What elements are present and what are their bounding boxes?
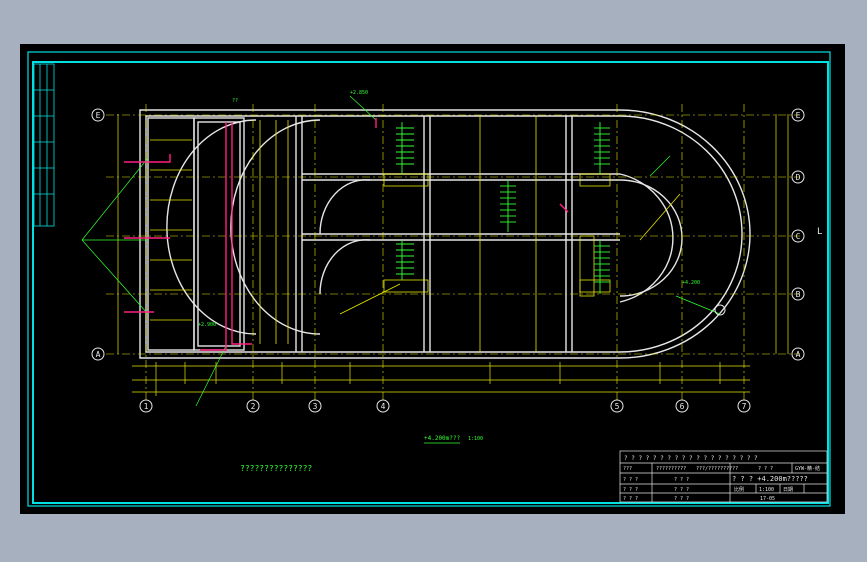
title-block-header: ? ? ? ? ? ? ? ? ? ? ? ? ? ? ? ? ? ? ? — [624, 455, 758, 462]
col-label-3: 3 — [313, 402, 318, 411]
title-block-cell: ?????????? — [656, 466, 686, 472]
title-block — [619, 450, 828, 503]
outer-frame — [27, 51, 831, 507]
level-tag: +4.200 — [682, 280, 700, 286]
inner-frame — [32, 61, 829, 504]
drawing-name: ? ? ? +4.200m????? — [732, 475, 808, 483]
cad-drawing: E A E D C B A L 1 2 3 4 5 6 7 +2.850 +4.… — [27, 51, 831, 507]
title-block-cell: ??? — [623, 466, 632, 472]
title-block-cell: ? ? ? — [674, 477, 689, 483]
manhole-symbol — [714, 304, 726, 316]
drawing-note: ??????????????? — [240, 464, 312, 473]
col-label-4: 4 — [381, 402, 386, 411]
drawing-number: 17-05 — [760, 496, 775, 502]
row-label-b: B — [796, 290, 801, 299]
title-block-cell: ? ? ? — [623, 487, 638, 493]
row-label-d: D — [796, 173, 801, 182]
title-block-cell: ? ? ? — [623, 477, 638, 483]
row-label-e-left: E — [96, 111, 101, 120]
plan-scale: 1:100 — [468, 436, 483, 442]
row-bubbles-left: E A — [91, 108, 105, 361]
grid-lines — [106, 104, 800, 404]
drawing-sheet: E A E D C B A L 1 2 3 4 5 6 7 +2.850 +4.… — [20, 44, 845, 514]
pipe-lines — [124, 118, 569, 351]
col-label-2: 2 — [251, 402, 256, 411]
scale-value: 1:100 — [759, 487, 774, 493]
title-block-cell: ? ? ? — [758, 466, 773, 472]
col-label-5: 5 — [615, 402, 620, 411]
level-tag: +2.850 — [350, 90, 368, 96]
binding-strip — [33, 63, 55, 227]
title-block-cell: ? ? ? — [674, 487, 689, 493]
row-bubbles-right: E D C B A — [791, 108, 805, 361]
row-label-a-left: A — [96, 350, 101, 359]
column-bubbles: 1 2 3 4 5 6 7 — [139, 399, 751, 413]
interior-detail — [150, 116, 681, 352]
plan-title: +4.200m??? — [424, 435, 461, 442]
col-label-7: 7 — [742, 402, 747, 411]
plan-walls — [139, 109, 751, 359]
title-block-cell: ? ? ? — [623, 496, 638, 502]
level-tag: +2.900 — [198, 322, 216, 328]
section-marker: L — [817, 227, 822, 237]
small-label: ?? — [232, 98, 238, 104]
stair-flights — [396, 122, 610, 294]
row-label-a: A — [796, 350, 801, 359]
scale-label: 比例 — [734, 486, 744, 493]
dimension-lines — [117, 114, 789, 396]
row-label-c: C — [796, 232, 801, 241]
title-block-cell: ???/?????????? — [696, 466, 738, 472]
leader-lines — [81, 95, 721, 407]
col-label-1: 1 — [144, 402, 149, 411]
col-label-6: 6 — [680, 402, 685, 411]
title-block-cell: ? ? ? — [674, 496, 689, 502]
date-label: 日期 — [783, 487, 793, 493]
drawing-code: GYW-精-结 — [795, 465, 820, 472]
row-label-e: E — [796, 111, 801, 120]
